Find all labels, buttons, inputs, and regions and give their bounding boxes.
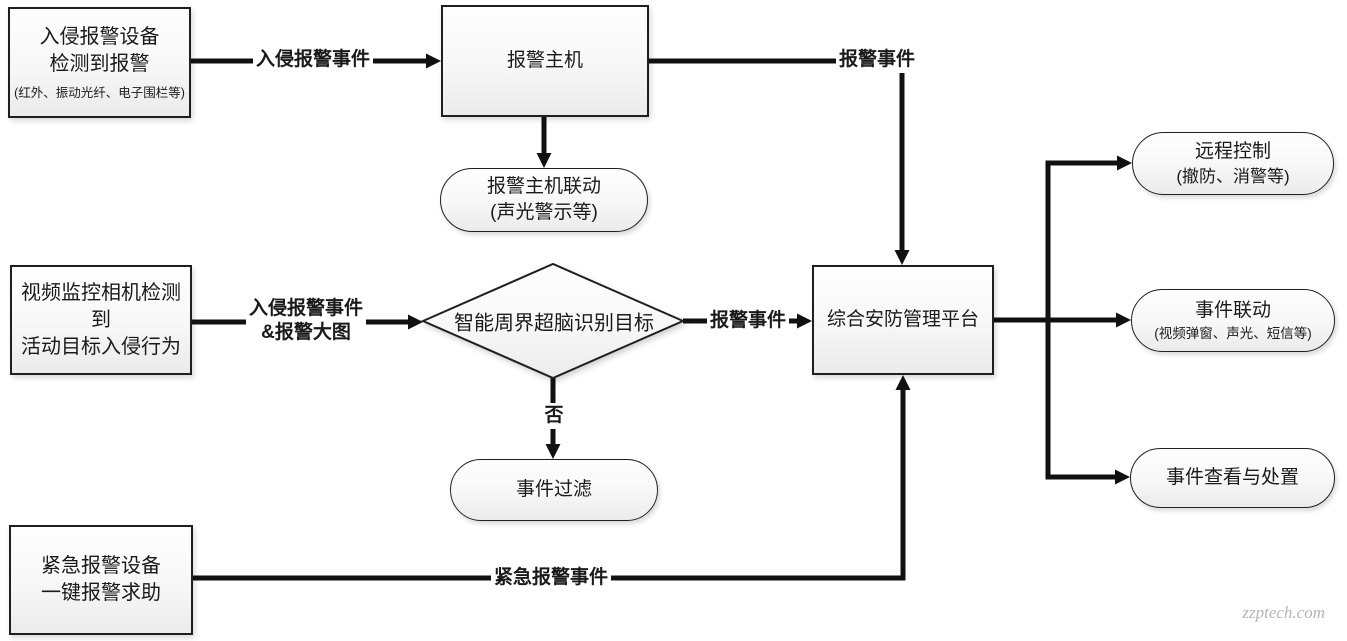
edge-label-intrusion-event-line2: &报警大图 bbox=[261, 322, 351, 343]
node-ai-decision-label: 智能周界超脑识别目标 bbox=[454, 312, 654, 335]
node-host-linkage-line2: (声光警示等) bbox=[490, 202, 598, 223]
node-remote-control-line1: 远程控制 bbox=[1194, 141, 1271, 162]
node-intrusion-device-subtitle: (红外、振动光纤、电子围栏等) bbox=[14, 86, 185, 100]
node-video-camera-line2: 活动目标入侵行为 bbox=[21, 335, 181, 358]
edge-label-alarm-event-top: 报警事件 bbox=[835, 47, 919, 73]
edge-label-intrusion-alarm-event: 入侵报警事件 bbox=[252, 47, 374, 73]
node-remote-control-line2: (撤防、消警等) bbox=[1176, 167, 1290, 186]
node-emergency-device: 紧急报警设备 一键报警求助 bbox=[9, 525, 193, 635]
node-event-view-label: 事件查看与处置 bbox=[1165, 467, 1299, 488]
node-event-filter-label: 事件过滤 bbox=[515, 479, 592, 500]
node-video-camera-line1: 视频监控相机检测到 bbox=[21, 281, 181, 331]
edge-label-no: 否 bbox=[541, 403, 567, 429]
edge-label-emergency-alarm-event: 紧急报警事件 bbox=[490, 565, 612, 591]
node-platform-label: 综合安防管理平台 bbox=[826, 309, 979, 330]
node-alarm-host: 报警主机 bbox=[441, 5, 649, 117]
node-event-linkage-line1: 事件联动 bbox=[1194, 300, 1271, 321]
edge-label-intrusion-event-line1: 入侵报警事件 bbox=[248, 298, 364, 319]
node-platform: 综合安防管理平台 bbox=[812, 265, 994, 375]
node-intrusion-device-line1: 入侵报警设备 bbox=[39, 26, 160, 48]
edge-label-intrusion-event-image: 入侵报警事件 &报警大图 bbox=[245, 296, 367, 346]
node-alarm-host-label: 报警主机 bbox=[506, 50, 583, 71]
node-event-linkage-line2: (视频弹窗、声光、短信等) bbox=[1154, 326, 1312, 341]
node-host-linkage: 报警主机联动 (声光警示等) bbox=[440, 168, 648, 232]
node-event-view: 事件查看与处置 bbox=[1130, 448, 1335, 508]
node-event-linkage: 事件联动 (视频弹窗、声光、短信等) bbox=[1131, 289, 1335, 352]
node-emergency-device-line2: 一键报警求助 bbox=[41, 582, 161, 604]
node-intrusion-device-line2: 检测到报警 bbox=[49, 53, 150, 75]
node-event-filter: 事件过滤 bbox=[450, 459, 658, 521]
node-remote-control: 远程控制 (撤防、消警等) bbox=[1132, 132, 1334, 195]
edge-emergency-to-platform bbox=[193, 375, 911, 581]
node-video-camera: 视频监控相机检测到 活动目标入侵行为 bbox=[10, 265, 192, 375]
edge-host-to-platform bbox=[649, 58, 910, 265]
watermark: zzptech.com bbox=[1242, 603, 1325, 622]
node-intrusion-device: 入侵报警设备 检测到报警 (红外、振动光纤、电子围栏等) bbox=[8, 7, 191, 118]
node-emergency-device-line1: 紧急报警设备 bbox=[41, 555, 161, 577]
edge-label-alarm-event-mid: 报警事件 bbox=[706, 308, 790, 334]
decision-diamond-shape bbox=[420, 262, 686, 380]
node-host-linkage-line1: 报警主机联动 bbox=[486, 176, 601, 197]
